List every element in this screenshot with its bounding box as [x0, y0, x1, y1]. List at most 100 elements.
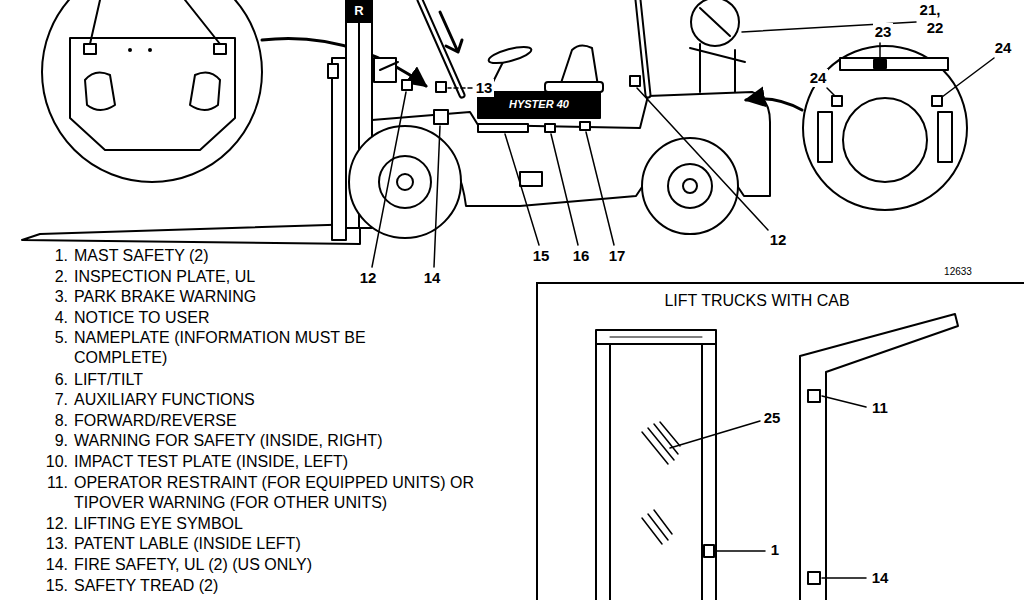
inset-circle — [818, 112, 832, 162]
callout-number: 14 — [870, 569, 891, 587]
callout-number: 24 — [993, 39, 1014, 57]
list-number: 15. — [28, 576, 68, 596]
callout-number: 11 — [870, 399, 890, 417]
fork — [328, 64, 338, 78]
cab-frame — [610, 337, 702, 338]
seat — [560, 45, 598, 86]
list-number: 9. — [28, 431, 68, 451]
truck-body — [580, 122, 590, 130]
propane-tank — [734, 50, 736, 92]
list-text: AUXILIARY FUNCTIONS — [74, 390, 255, 410]
list-text: FORWARD/REVERSE — [74, 411, 237, 431]
leader-line — [434, 126, 440, 267]
decal-square — [402, 76, 640, 124]
callout-number: 22 — [925, 19, 946, 37]
mast — [346, 0, 372, 22]
list-text: MAST SAFETY (2) — [74, 246, 209, 266]
callout-number: 12 — [768, 231, 789, 249]
callout-number: 24 — [808, 69, 829, 87]
brand-text: HYSTER 40 — [507, 98, 571, 111]
list-number: 3. — [28, 287, 68, 307]
leader-line — [716, 550, 765, 552]
callout-number: 23 — [873, 23, 894, 41]
seat — [545, 82, 603, 92]
decal-square — [402, 80, 412, 90]
decal-square — [630, 76, 640, 86]
propane-tank — [690, 0, 745, 92]
wheel — [349, 126, 461, 238]
decal-square — [436, 82, 446, 92]
inset-circle — [214, 44, 226, 54]
list-text: LIFT/TILT — [74, 370, 143, 390]
cab-frame — [596, 314, 958, 600]
cab-frame — [704, 545, 714, 557]
list-number: 11. — [28, 473, 68, 493]
inset-circle — [938, 112, 952, 162]
wheel — [683, 179, 697, 193]
wheel — [642, 138, 738, 234]
wheel — [397, 174, 413, 190]
list-text: FIRE SAFETY, UL (2) (US ONLY) — [74, 555, 312, 575]
inset-circle — [843, 98, 927, 182]
pointer-arrow — [746, 99, 802, 110]
list-text: PATENT LABLE (INSIDE LEFT) — [74, 534, 301, 554]
truck-body — [478, 124, 528, 132]
truck-body — [520, 172, 542, 186]
wheel — [668, 164, 712, 208]
cab-frame — [596, 330, 716, 600]
leader-line — [372, 92, 406, 267]
list-number: 2. — [28, 267, 68, 287]
inset-circle — [932, 96, 942, 106]
propane-tank — [690, 48, 745, 62]
list-text: NOTICE TO USER — [74, 308, 209, 328]
mast — [374, 58, 396, 82]
list-number: 14. — [28, 555, 68, 575]
list-number: 10. — [28, 452, 68, 472]
fork — [332, 58, 346, 240]
inset-circle — [874, 60, 886, 68]
list-text: WARNING FOR SAFETY (INSIDE, RIGHT) — [74, 431, 382, 451]
inset-circle — [42, 0, 262, 182]
cab-frame — [642, 510, 672, 544]
list-number: 4. — [28, 308, 68, 328]
list-number: 13. — [28, 534, 68, 554]
box-title-row: LIFT TRUCKS WITH CAB — [538, 292, 976, 310]
overhead-guard — [420, 0, 462, 95]
list-number: 12. — [28, 514, 68, 534]
inset-circle — [149, 49, 151, 51]
overhead-guard — [420, 0, 462, 95]
leader-line — [505, 134, 539, 245]
list-number: 8. — [28, 411, 68, 431]
overhead-guard — [420, 0, 648, 95]
cab-frame — [808, 390, 820, 402]
inset-circle — [190, 72, 220, 110]
leader-line — [372, 22, 994, 578]
leader-line — [448, 87, 472, 89]
steering-wheel — [487, 44, 533, 67]
list-text: SAFETY TREAD (2) — [74, 576, 218, 596]
list-number: 5. — [28, 328, 68, 348]
mast-mark: R — [352, 3, 365, 19]
leader-line — [942, 58, 994, 97]
inset-circle — [42, 0, 262, 182]
leader-line — [879, 43, 881, 58]
inset-circle — [70, 38, 235, 150]
inset-circle — [185, 0, 220, 44]
list-number: 1. — [28, 246, 68, 266]
inset-circle — [832, 96, 842, 106]
box-title: LIFT TRUCKS WITH CAB — [660, 292, 853, 310]
inset-circle — [840, 58, 948, 70]
truck-body — [545, 124, 555, 132]
leader-line — [670, 421, 760, 448]
list-text: INSPECTION PLATE, UL — [74, 267, 255, 287]
list-text: OPERATOR RESTRAINT (FOR EQUIPPED UNITS) … — [74, 473, 479, 513]
leader-line — [822, 577, 866, 579]
list-text: NAMEPLATE (INFORMATION MUST BE COMPLETE) — [74, 328, 419, 368]
leader-line — [586, 132, 614, 245]
inset-circle — [129, 49, 131, 51]
cab-frame — [808, 572, 820, 584]
callout-number: 17 — [607, 247, 628, 265]
seat — [545, 45, 603, 92]
fork — [22, 224, 360, 244]
